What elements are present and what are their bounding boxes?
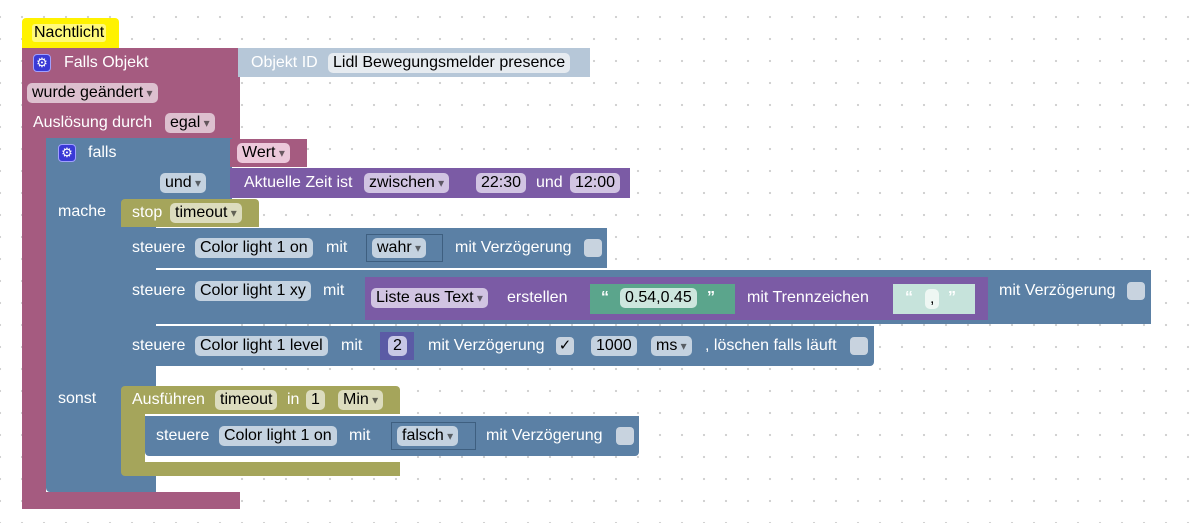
control-label: steuere bbox=[156, 427, 210, 444]
control-target-field[interactable]: Color light 1 level bbox=[195, 336, 328, 356]
execute-label: Ausführen bbox=[132, 391, 205, 408]
trigger-label: Falls Objekt bbox=[64, 54, 149, 71]
time-from-field[interactable]: 22:30 bbox=[476, 173, 527, 193]
object-id-label: Objekt ID bbox=[251, 54, 318, 71]
open-quote-icon: “ bbox=[905, 289, 913, 306]
control-label: steuere bbox=[132, 337, 186, 354]
with-label: mit bbox=[349, 427, 371, 444]
delay-checkbox[interactable] bbox=[1127, 282, 1145, 300]
gear-icon[interactable]: ⚙ bbox=[33, 54, 51, 72]
delay-label: mit Verzögerung bbox=[428, 337, 545, 354]
timeout-amount-field[interactable]: 1 bbox=[306, 390, 325, 410]
separator-value-field[interactable]: , bbox=[925, 289, 940, 309]
number-value-field[interactable]: 2 bbox=[388, 336, 407, 356]
object-id-field[interactable]: Lidl Bewegungsmelder presence bbox=[328, 53, 571, 73]
timeout-unit-dropdown[interactable]: Min bbox=[338, 390, 384, 410]
delay-label: mit Verzögerung bbox=[999, 282, 1116, 299]
time-and-label: und bbox=[536, 174, 563, 191]
control-target-field[interactable]: Color light 1 on bbox=[195, 238, 313, 258]
delay-checkbox[interactable] bbox=[584, 239, 602, 257]
boolean-dropdown[interactable]: falsch bbox=[397, 426, 459, 446]
in-label: in bbox=[287, 391, 300, 408]
with-label: mit bbox=[323, 282, 345, 299]
close-quote-icon: ” bbox=[707, 289, 715, 306]
create-label: erstellen bbox=[507, 289, 568, 306]
control-label: steuere bbox=[132, 282, 186, 299]
and-dropdown[interactable]: und bbox=[160, 173, 207, 193]
list-type-dropdown[interactable]: Liste aus Text bbox=[371, 288, 488, 308]
text-value-field[interactable]: 0.54,0.45 bbox=[620, 288, 697, 308]
comment-text: Nachtlicht bbox=[32, 24, 107, 42]
delay-checkbox[interactable] bbox=[616, 427, 634, 445]
delay-label: mit Verzögerung bbox=[455, 239, 572, 256]
if-label: falls bbox=[88, 144, 117, 161]
separator-label: mit Trennzeichen bbox=[747, 289, 869, 306]
stop-label: stop bbox=[132, 204, 163, 221]
condition-dropdown[interactable]: wurde geändert bbox=[27, 83, 158, 103]
timeout-name-field[interactable]: timeout bbox=[215, 390, 278, 410]
value-dropdown[interactable]: Wert bbox=[237, 143, 290, 163]
with-label: mit bbox=[326, 239, 348, 256]
open-quote-icon: “ bbox=[601, 289, 609, 306]
stop-timer-dropdown[interactable]: timeout bbox=[170, 203, 242, 223]
time-to-field[interactable]: 12:00 bbox=[570, 173, 621, 193]
delay-checkbox[interactable]: ✓ bbox=[556, 337, 574, 355]
delay-value-field[interactable]: 1000 bbox=[591, 336, 637, 356]
gear-icon[interactable]: ⚙ bbox=[58, 144, 76, 162]
time-label: Aktuelle Zeit ist bbox=[244, 174, 353, 191]
time-operator-dropdown[interactable]: zwischen bbox=[364, 173, 450, 193]
control-target-field[interactable]: Color light 1 xy bbox=[195, 281, 311, 301]
comment-bubble[interactable]: Nachtlicht bbox=[22, 18, 119, 48]
delay-label: mit Verzögerung bbox=[486, 427, 603, 444]
clear-running-checkbox[interactable] bbox=[850, 337, 868, 355]
with-label: mit bbox=[341, 337, 363, 354]
clear-running-label: , löschen falls läuft bbox=[705, 337, 837, 354]
boolean-dropdown[interactable]: wahr bbox=[372, 238, 427, 258]
control-label: steuere bbox=[132, 239, 186, 256]
close-quote-icon: ” bbox=[948, 289, 956, 306]
else-label: sonst bbox=[58, 390, 97, 407]
do-label: mache bbox=[58, 203, 107, 220]
trigger-by-dropdown[interactable]: egal bbox=[165, 113, 215, 133]
delay-unit-dropdown[interactable]: ms bbox=[651, 336, 692, 356]
trigger-by-label: Auslösung durch bbox=[33, 114, 153, 131]
control-target-field[interactable]: Color light 1 on bbox=[219, 426, 337, 446]
